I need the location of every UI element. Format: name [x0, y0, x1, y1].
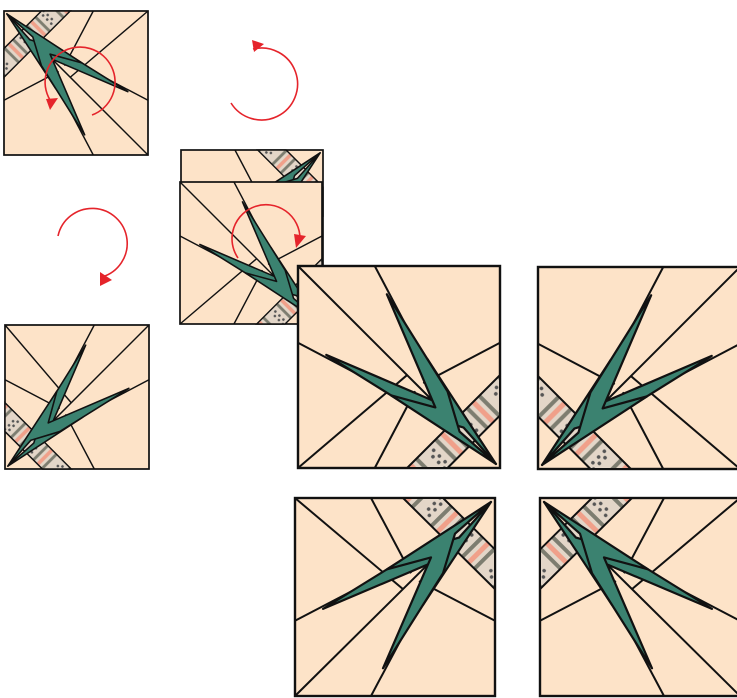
- unit-a: [4, 11, 148, 155]
- unit-g: [295, 498, 495, 696]
- unit-h: [540, 498, 737, 696]
- rotate-arrow-c: [58, 208, 127, 286]
- unit-c: [5, 208, 149, 469]
- unit-e: [298, 266, 500, 468]
- unit-f: [538, 267, 737, 469]
- rotate-arrow-b: [231, 40, 298, 120]
